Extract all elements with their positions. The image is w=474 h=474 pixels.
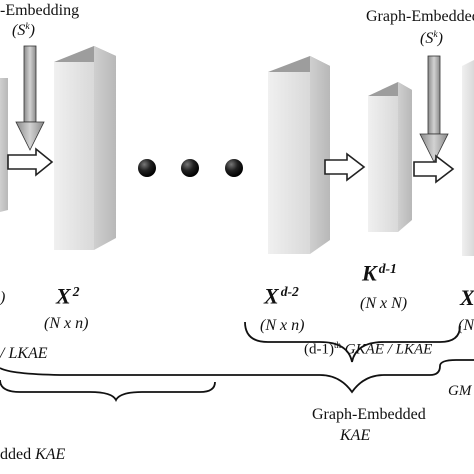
ellipsis-dot-2 bbox=[181, 159, 199, 177]
graph-embedded-label: Graph-Embedded bbox=[312, 406, 426, 423]
brace-right-partial bbox=[439, 359, 474, 367]
brace-gkae bbox=[244, 321, 461, 363]
partial-box-left bbox=[0, 78, 8, 212]
box-kd1 bbox=[368, 82, 412, 232]
xd2-dim-label: (N x n) bbox=[260, 317, 305, 334]
box-x2 bbox=[54, 46, 116, 250]
top-right-s-label: (Sk) bbox=[420, 29, 443, 47]
down-arrow-left bbox=[15, 45, 45, 151]
brace-big-bottom bbox=[0, 365, 441, 394]
left-partial-dim-label: ) bbox=[0, 289, 6, 306]
top-left-s-label: (Sk) bbox=[12, 21, 35, 39]
right-partial-dim-label: (N bbox=[458, 317, 474, 334]
down-arrow-right bbox=[419, 55, 449, 163]
right-arrow-2 bbox=[324, 152, 366, 182]
brace-left bbox=[0, 379, 216, 403]
box-xd2 bbox=[268, 56, 330, 254]
graph-embedded-kae-label: KAE bbox=[340, 427, 371, 444]
left-lkae-label: / LKAE bbox=[0, 345, 48, 362]
top-left-embedding-label: -Embedding bbox=[0, 2, 80, 19]
x2-dim-label: (N x n) bbox=[44, 315, 89, 332]
ellipsis-dot-3 bbox=[225, 159, 243, 177]
ellipsis-dot-1 bbox=[138, 159, 156, 177]
bottom-left-kae-label: dded KAE bbox=[0, 446, 66, 463]
right-arrow-3 bbox=[413, 154, 455, 184]
right-arrow-1 bbox=[7, 147, 54, 177]
partial-box-right bbox=[462, 60, 474, 256]
gkae-lkae-label: (d-1)th GKAE / LKAE bbox=[304, 340, 433, 358]
right-gm-label: GM bbox=[448, 383, 472, 399]
kd1-dim-label: (N x N) bbox=[360, 295, 408, 312]
top-right-embedding-label: Graph-Embedded bbox=[366, 8, 474, 25]
right-partial-x-label: X bbox=[460, 285, 474, 310]
